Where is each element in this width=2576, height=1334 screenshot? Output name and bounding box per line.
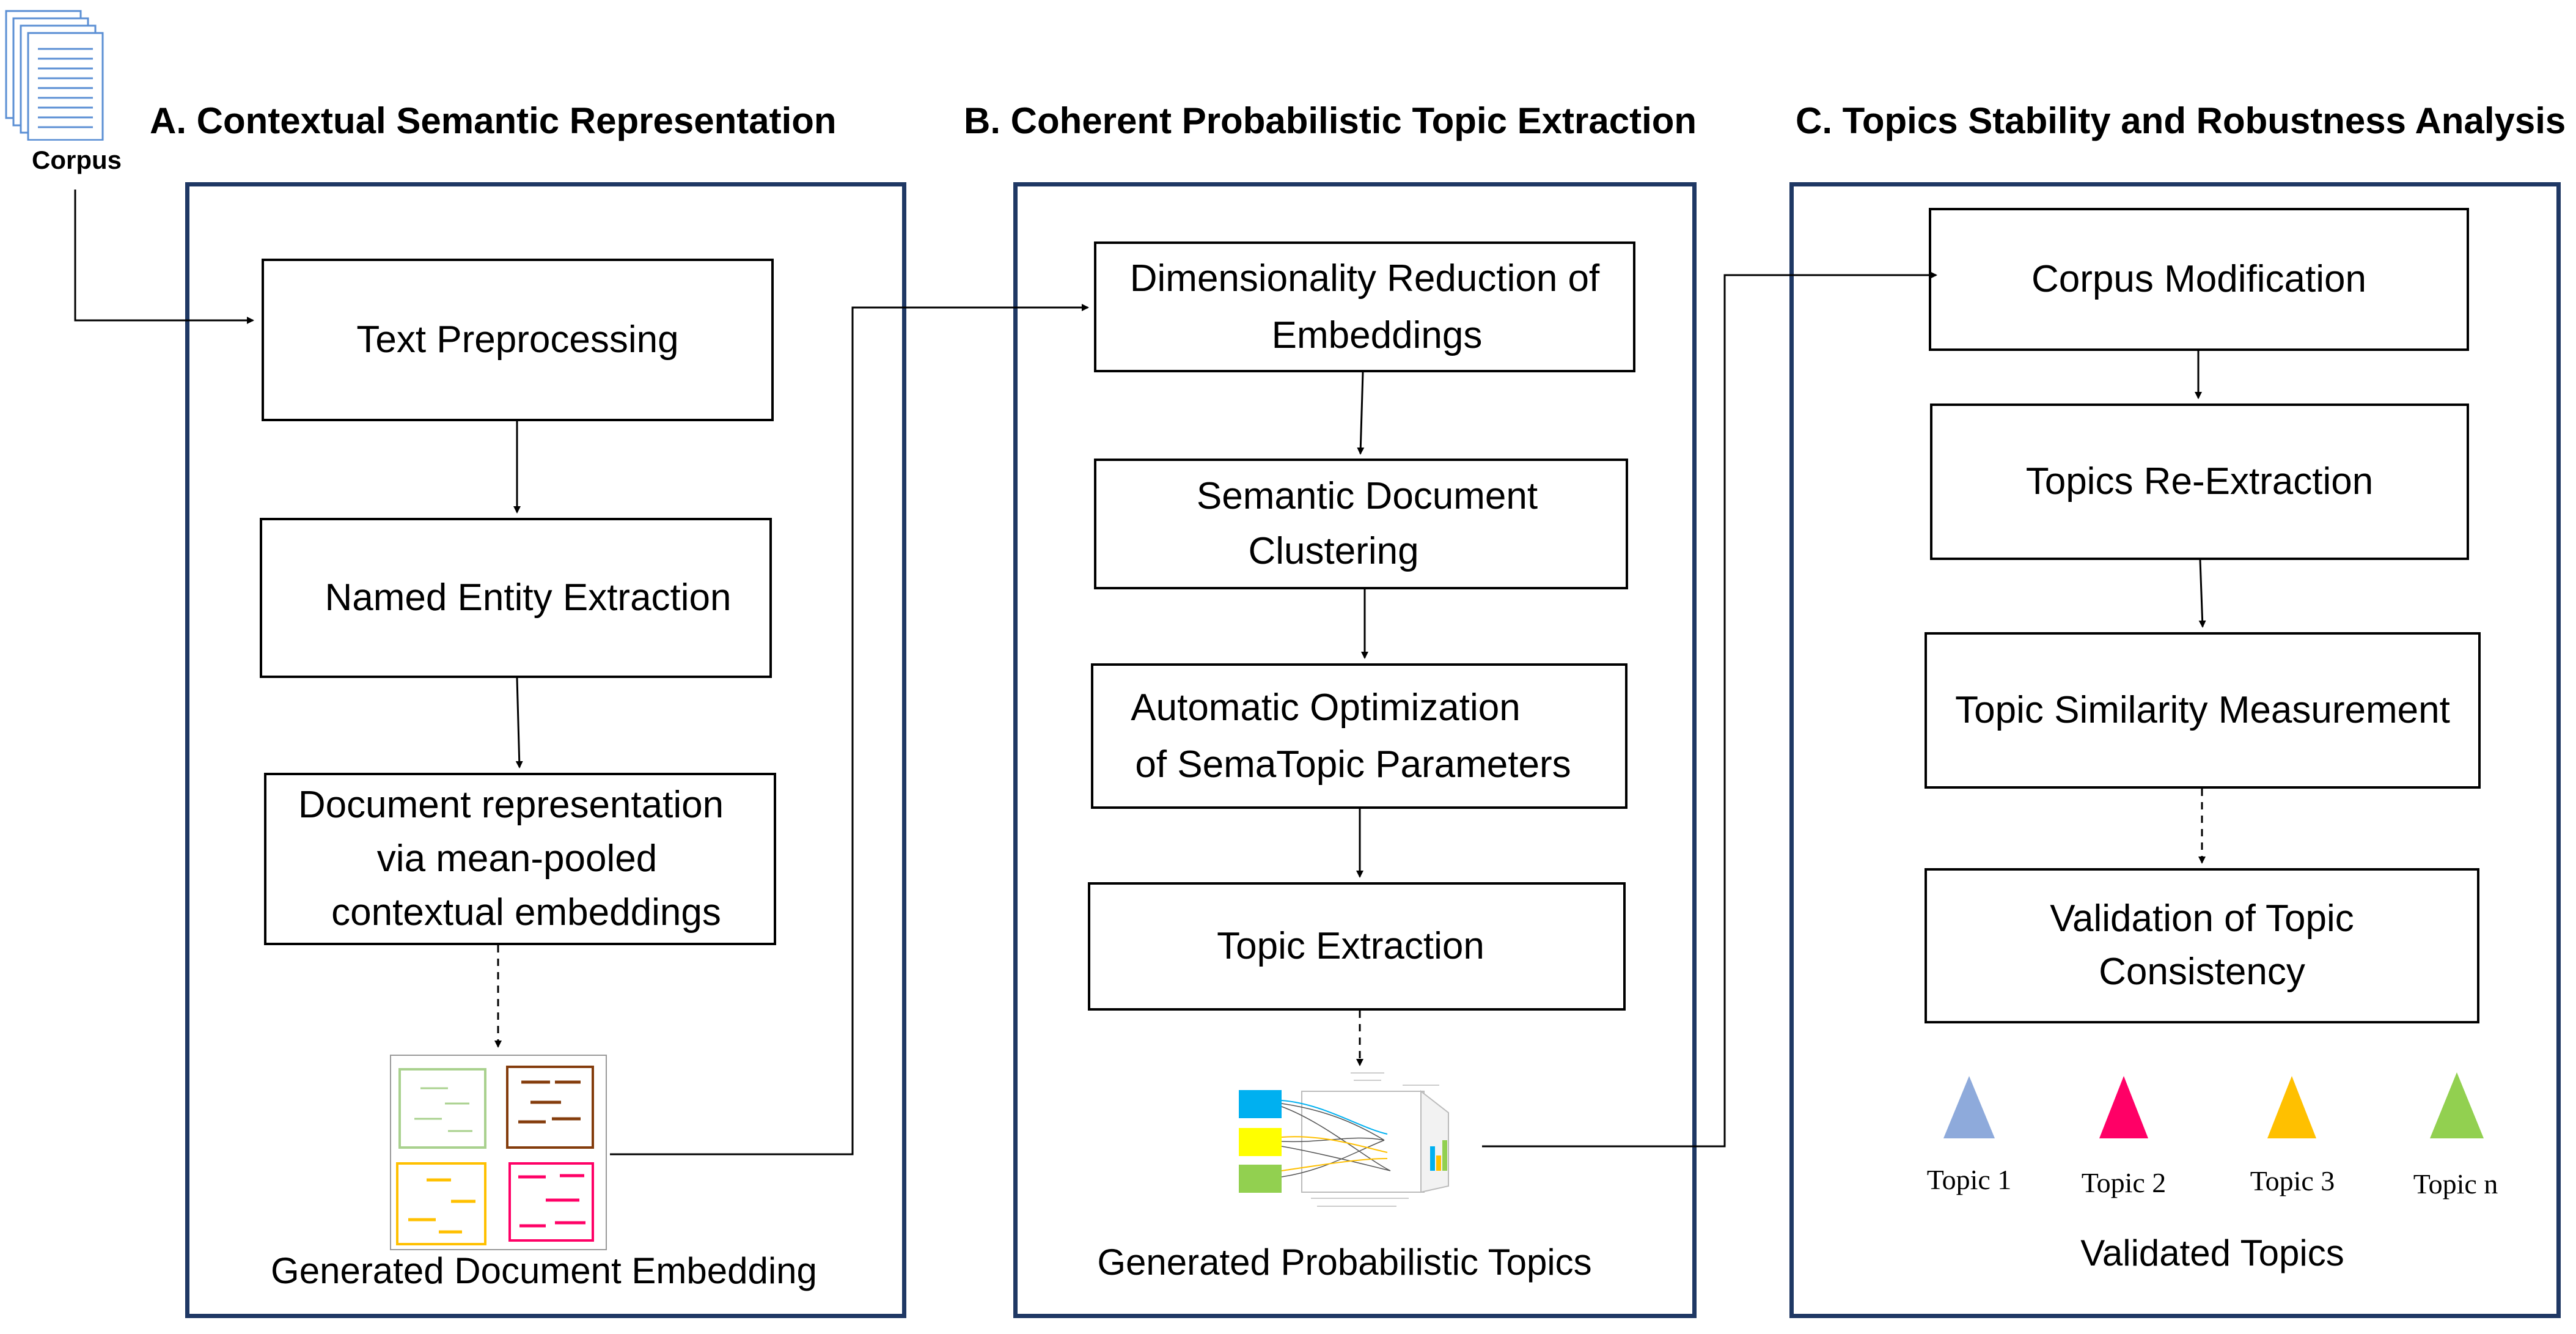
topic-extraction-box: Topic Extraction [1088, 882, 1626, 1011]
step-text: Topic Similarity Measurement [1955, 689, 2450, 732]
a-to-b-arrow [610, 304, 1089, 1155]
corpus-modification-box: Corpus Modification [1929, 208, 2469, 351]
document-representation-box: Document representation via mean-pooled … [264, 773, 776, 945]
document-embedding-thumbnail [390, 1055, 607, 1250]
topic-similarity-box: Topic Similarity Measurement [1925, 632, 2481, 789]
dimensionality-reduction-box: Dimensionality Reduction of Embeddings [1094, 241, 1635, 372]
topic-2-label: Topic 2 [2081, 1167, 2167, 1198]
text-preprocessing-box: Text Preprocessing [262, 259, 774, 421]
topic-1-label: Topic 1 [1926, 1164, 2012, 1195]
topics-reextraction-box: Topics Re-Extraction [1930, 404, 2469, 560]
panel-b-caption: Generated Probabilistic Topics [1097, 1242, 1592, 1283]
step-text: contextual embeddings [331, 891, 721, 934]
section-a-title: A. Contextual Semantic Representation [150, 100, 837, 141]
step-text: Semantic Document [1196, 475, 1538, 518]
topic-3-label: Topic 3 [2250, 1165, 2335, 1196]
step-text: Document representation [298, 783, 724, 826]
validated-topic-triangles [1943, 1072, 2484, 1138]
step-text: via mean-pooled [376, 837, 658, 880]
step-text: Text Preprocessing [356, 319, 679, 361]
topic-n-triangle [2430, 1072, 2484, 1138]
parameter-optimization-box: Automatic Optimization of SemaTopic Para… [1091, 663, 1627, 809]
step-text: Clustering [1248, 530, 1419, 572]
step-text: Consistency [2099, 951, 2305, 993]
step-text: Validation of Topic [2050, 897, 2354, 940]
topic-consistency-box: Validation of Topic Consistency [1925, 868, 2479, 1023]
topic-n-label: Topic n [2413, 1168, 2498, 1199]
topic-2-triangle [2099, 1076, 2148, 1138]
step-text: Dimensionality Reduction of [1129, 257, 1600, 300]
section-c-title: C. Topics Stability and Robustness Analy… [1796, 100, 2566, 141]
topic-1-triangle [1943, 1076, 1995, 1138]
topic-3-triangle [2267, 1076, 2316, 1138]
b-to-c-arrow [1482, 271, 1937, 1148]
step-text: of SemaTopic Parameters [1135, 743, 1571, 786]
panel-a-caption: Generated Document Embedding [271, 1250, 817, 1291]
step-text: Topic Extraction [1217, 925, 1484, 968]
named-entity-extraction-box: Named Entity Extraction [260, 518, 772, 678]
step-text: Embeddings [1271, 314, 1483, 356]
step-text: Topics Re-Extraction [2025, 460, 2374, 503]
document-stack-icon [5, 10, 104, 141]
corpus-label: Corpus [32, 146, 122, 174]
step-text: Automatic Optimization [1131, 687, 1521, 729]
panel-b [1013, 182, 1697, 1318]
step-text: Named Entity Extraction [325, 577, 732, 619]
corpus-arrow [74, 190, 254, 324]
semantic-clustering-box: Semantic Document Clustering [1094, 459, 1628, 589]
corpus-node: Corpus [0, 0, 134, 183]
panel-c-caption: Validated Topics [2080, 1233, 2344, 1273]
probabilistic-topics-thumbnail [1239, 1072, 1449, 1207]
panel-c [1789, 182, 2561, 1318]
panel-a [185, 182, 906, 1318]
section-b-title: B. Coherent Probabilistic Topic Extracti… [964, 100, 1697, 141]
step-text: Corpus Modification [2031, 258, 2366, 301]
